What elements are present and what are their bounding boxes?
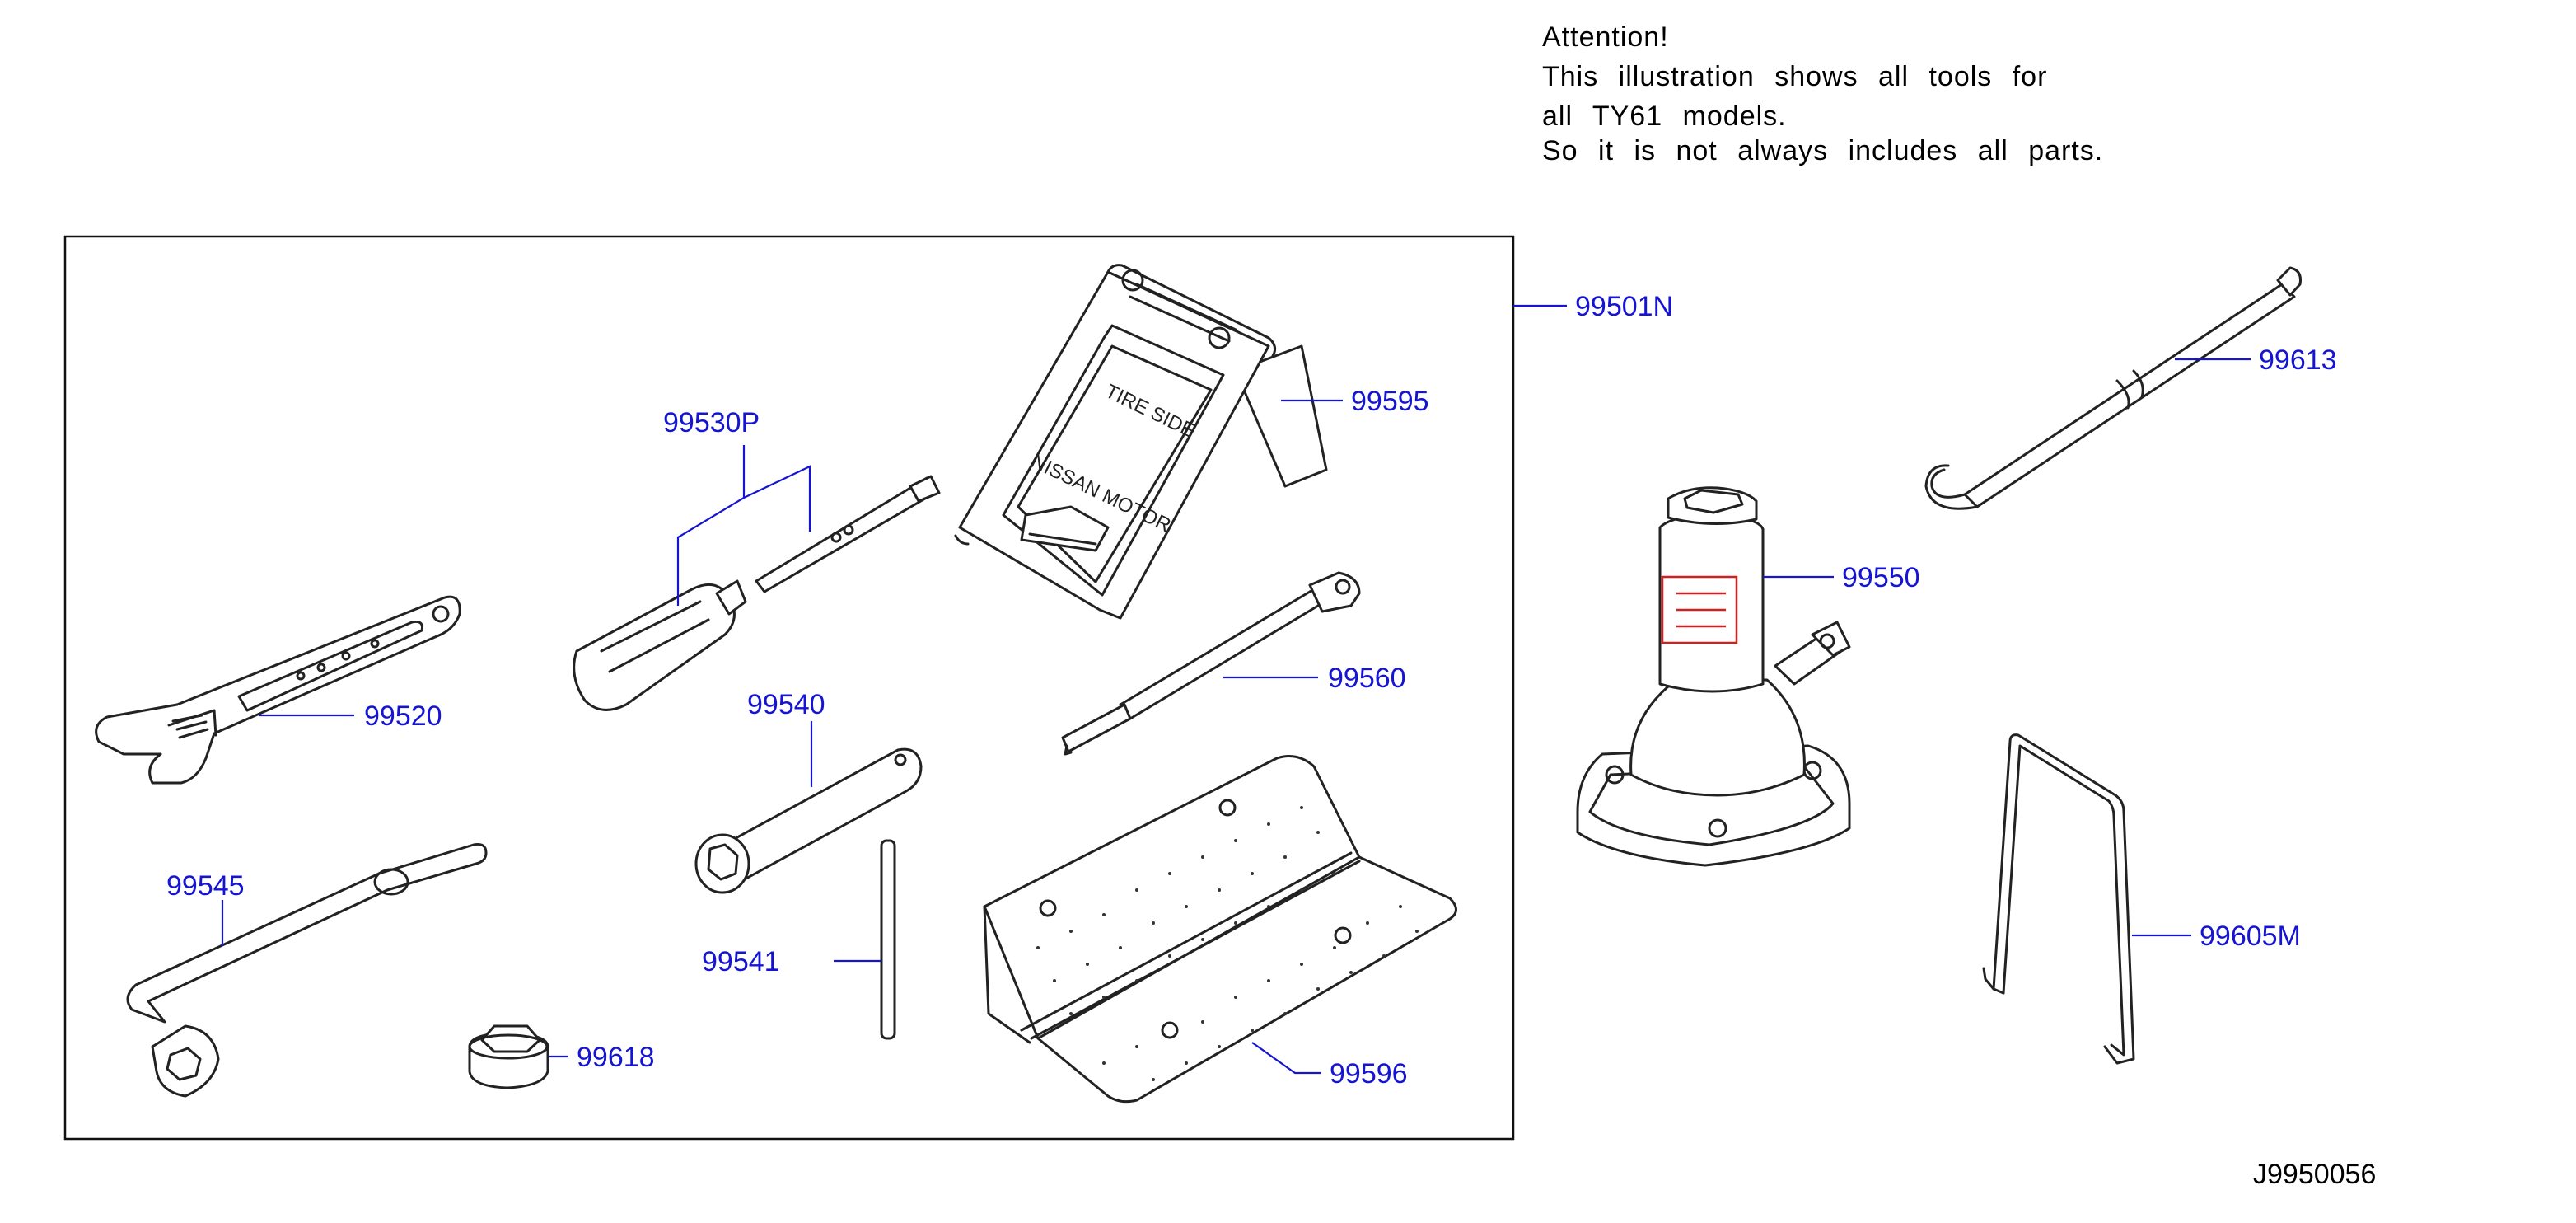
wheel-chock-drawing: TIRE SIDE NISSAN MOTOR <box>954 264 1328 620</box>
leader-99530P <box>676 445 811 606</box>
hub-cap-drawing <box>468 1024 549 1089</box>
extension-bar-drawing <box>880 839 896 1040</box>
part-label-99596[interactable]: 99596 <box>1330 1058 1408 1089</box>
diagram-reference-code: J9950056 <box>2253 1159 2376 1190</box>
part-label-99605M[interactable]: 99605M <box>2200 921 2301 952</box>
part-label-99550[interactable]: 99550 <box>1842 562 1920 593</box>
notice-line-1: This illustration shows all tools for <box>1542 61 2048 92</box>
part-label-99530P[interactable]: 99530P <box>663 407 760 438</box>
part-label-99540[interactable]: 99540 <box>747 689 825 720</box>
jack-handle-drawing <box>1061 571 1361 756</box>
wheel-nut-wrench-drawing <box>126 843 488 1098</box>
tool-bag-drawing <box>983 755 1457 1104</box>
part-label-99541[interactable]: 99541 <box>702 946 780 977</box>
part-label-99618[interactable]: 99618 <box>577 1042 655 1073</box>
part-label-99613[interactable]: 99613 <box>2259 344 2337 376</box>
notice-heading: Attention! <box>1542 21 1669 53</box>
tool-bag-frame <box>63 235 1515 1141</box>
part-label-99560[interactable]: 99560 <box>1328 663 1406 694</box>
part-label-99501N[interactable]: 99501N <box>1575 291 1673 322</box>
adjustable-wrench-drawing <box>95 595 461 785</box>
box-wrench-drawing <box>694 747 923 894</box>
part-label-99520[interactable]: 99520 <box>364 701 442 732</box>
jack-rod-drawing <box>1924 266 2302 510</box>
jack-drawing <box>1576 486 1851 867</box>
leader-99596 <box>1251 1042 1321 1075</box>
notice-line-3: So it is not always includes all parts. <box>1542 135 2104 166</box>
jack-bracket-drawing <box>1982 733 2135 1065</box>
notice-line-2: all TY61 models. <box>1542 101 1787 132</box>
screwdriver-drawing <box>573 475 941 711</box>
part-label-99545[interactable]: 99545 <box>166 870 245 902</box>
part-label-99595[interactable]: 99595 <box>1351 386 1429 417</box>
